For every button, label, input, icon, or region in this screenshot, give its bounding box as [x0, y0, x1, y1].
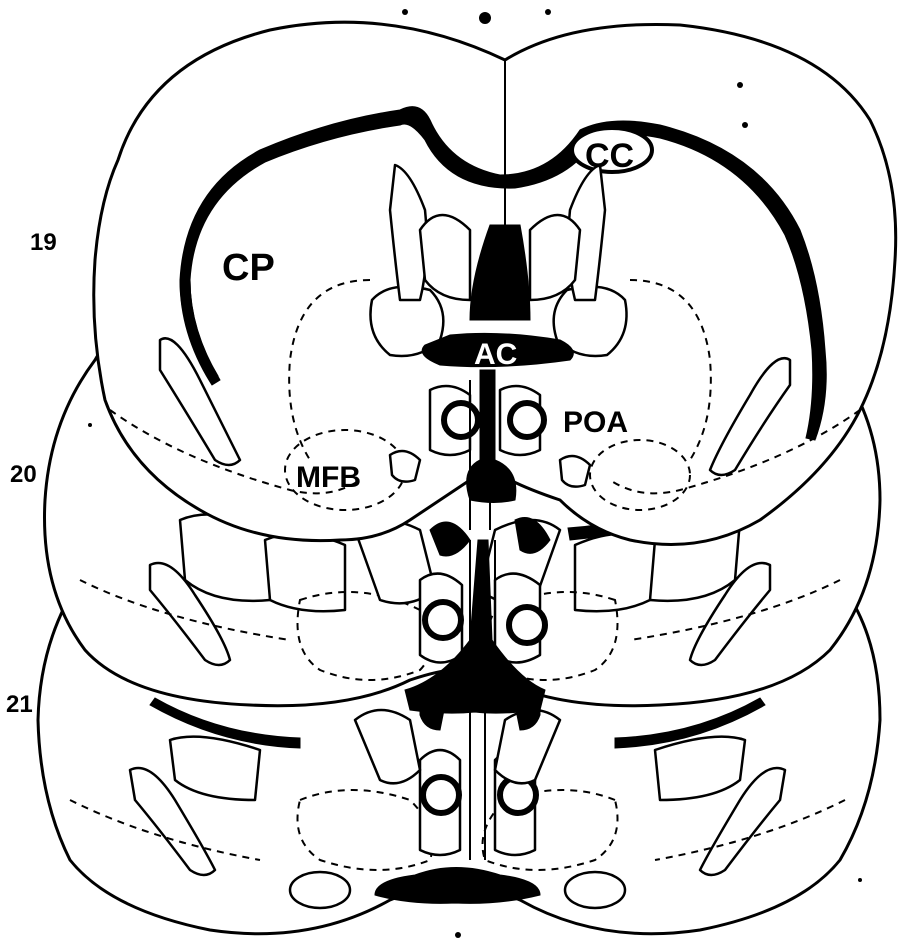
section-number-21: 21 — [6, 691, 33, 718]
section-19 — [94, 22, 896, 556]
label-ac: AC — [474, 338, 517, 371]
label-poa: POA — [563, 406, 628, 439]
section-number-19: 19 — [30, 229, 57, 256]
section-number-20: 20 — [10, 461, 37, 488]
label-cc: CC — [585, 137, 634, 175]
label-cp: CP — [222, 247, 275, 289]
label-mfb: MFB — [296, 461, 361, 494]
